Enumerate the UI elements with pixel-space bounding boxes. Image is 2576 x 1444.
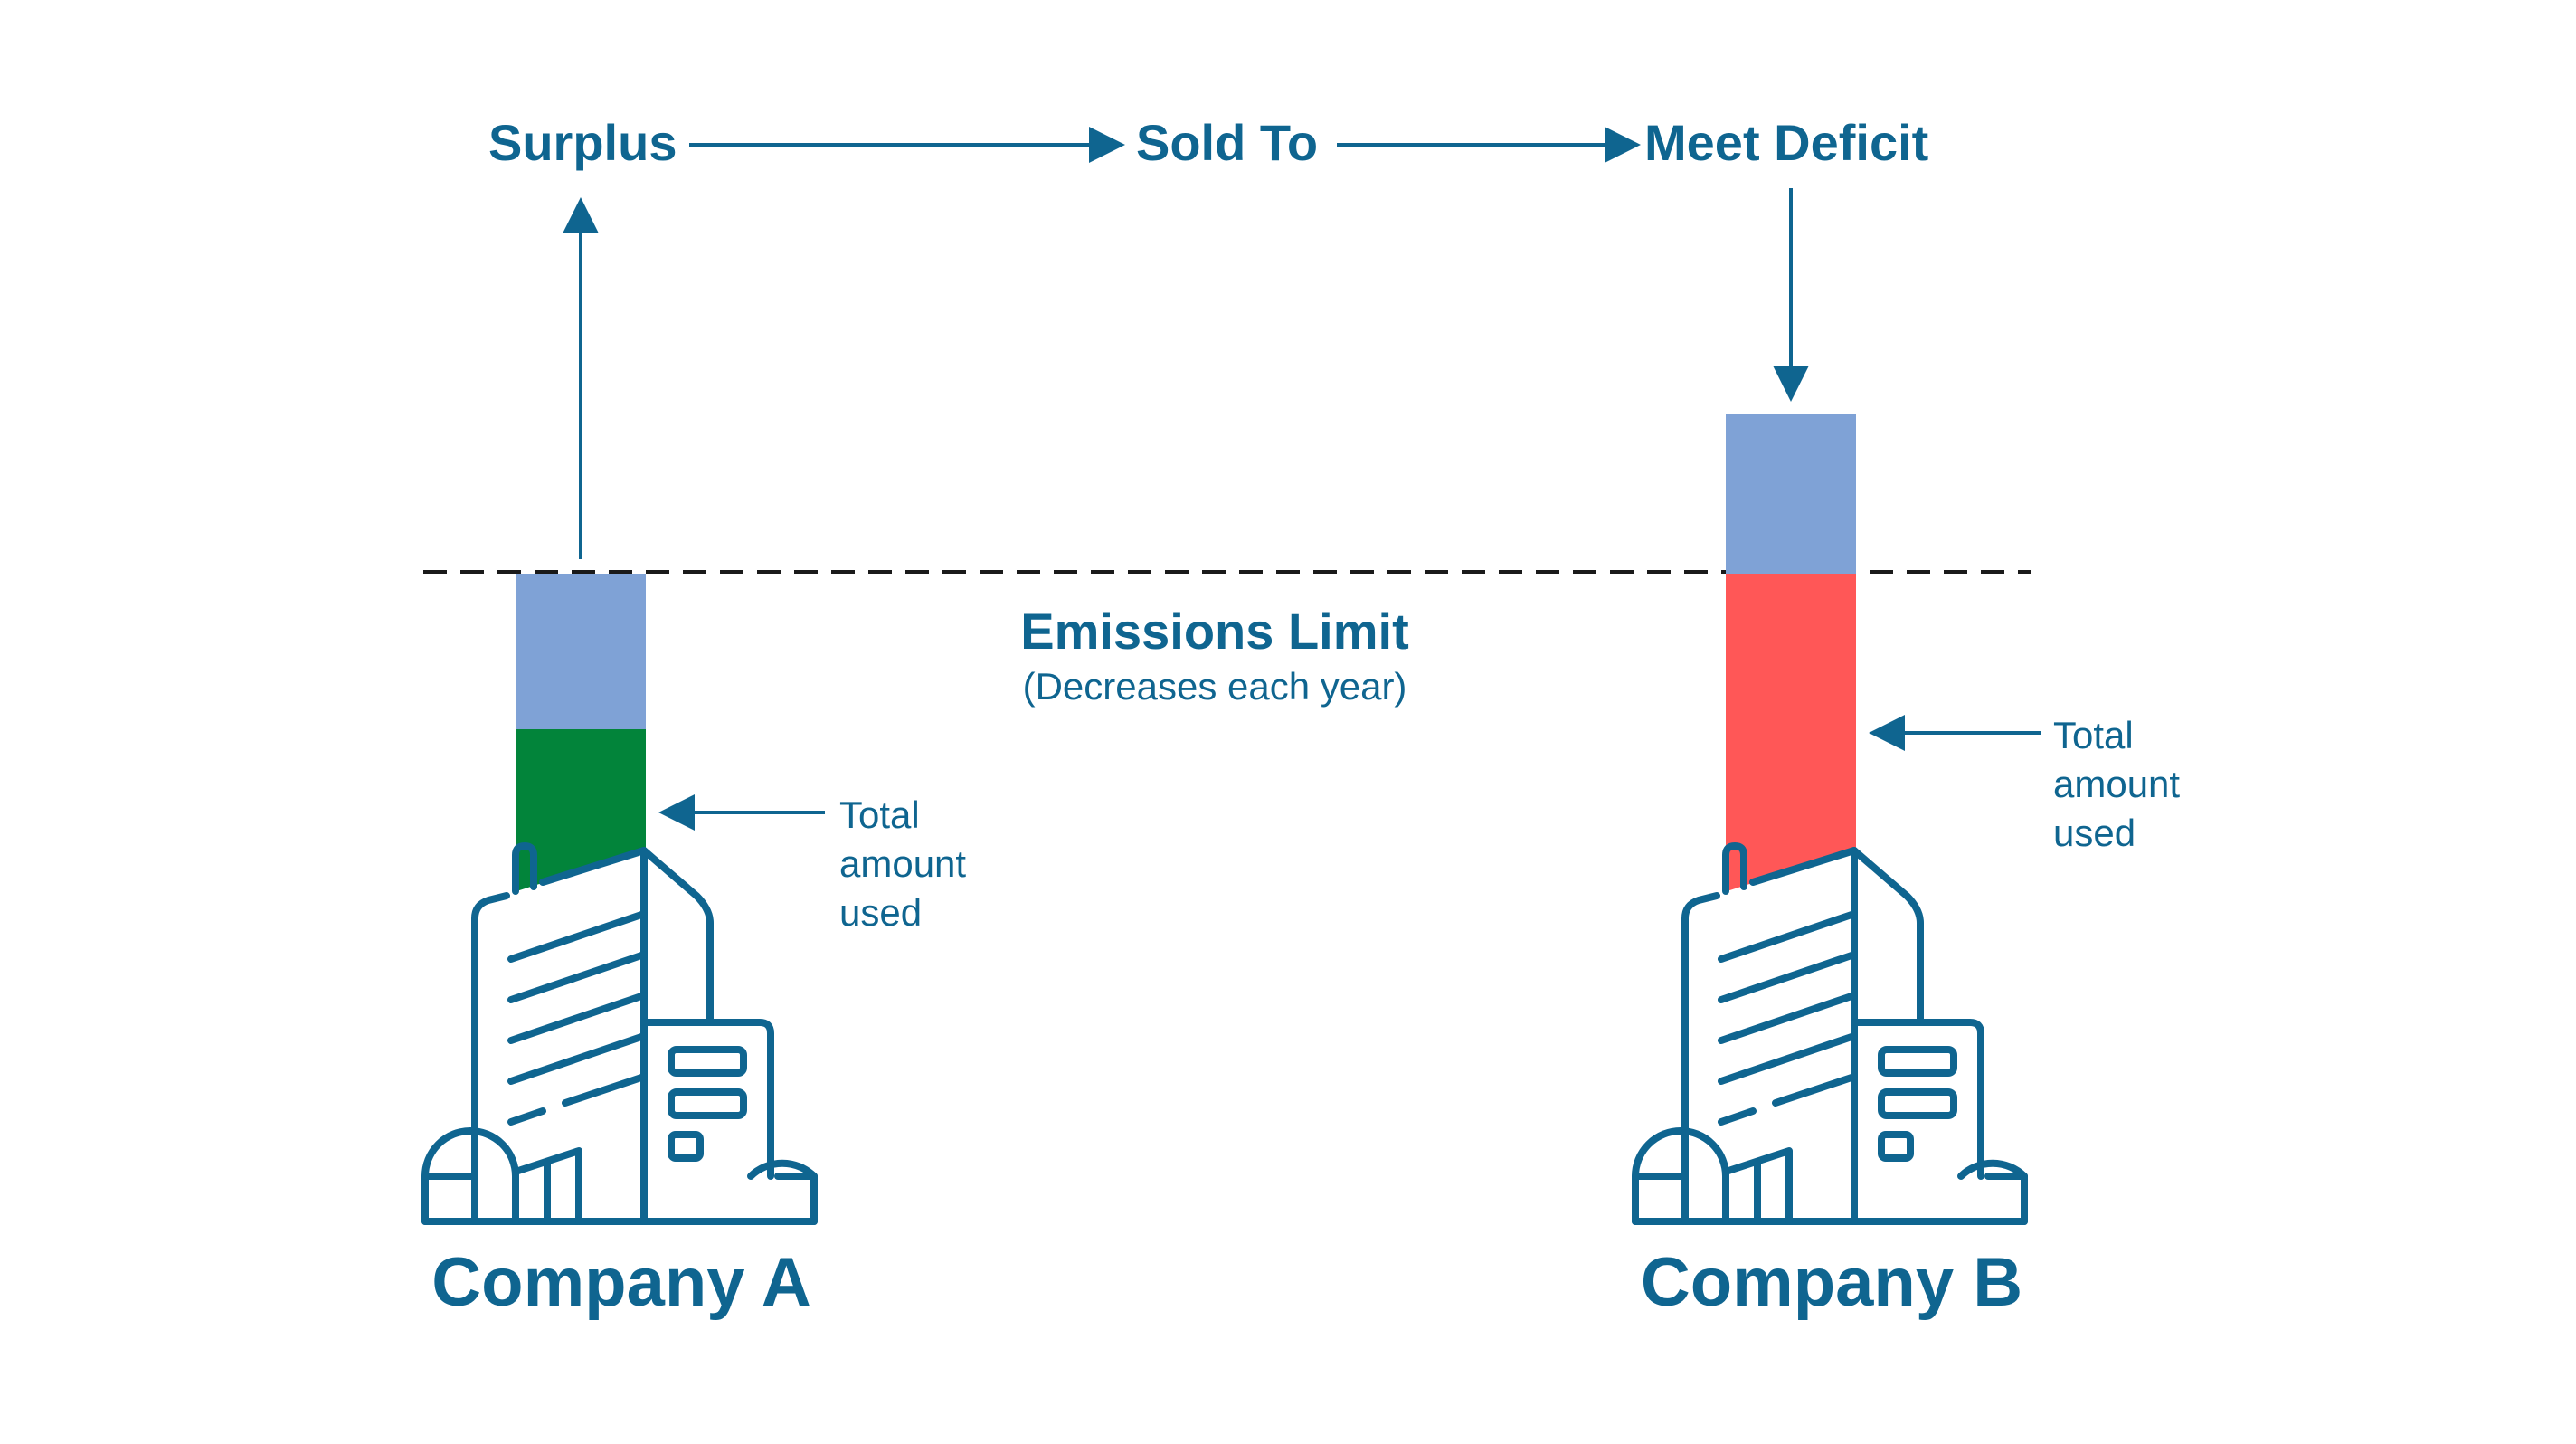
surplus-label: Surplus <box>488 114 677 171</box>
company-b-usage-label: Total amount used <box>2053 714 2181 854</box>
emissions-limit-title: Emissions Limit <box>1020 603 1409 660</box>
company-a-surplus-block <box>516 574 646 729</box>
company-a-name: Company A <box>431 1244 811 1321</box>
emissions-limit-subtitle: (Decreases each year) <box>1022 665 1407 708</box>
company-a-usage-label: Total amount used <box>839 793 967 934</box>
company-b-usage-block <box>1726 574 1856 892</box>
meet-deficit-label: Meet Deficit <box>1644 114 1929 171</box>
company-b-deficit-block <box>1726 414 1856 574</box>
sold-to-label: Sold To <box>1136 114 1319 171</box>
company-b-name: Company B <box>1640 1244 2023 1321</box>
